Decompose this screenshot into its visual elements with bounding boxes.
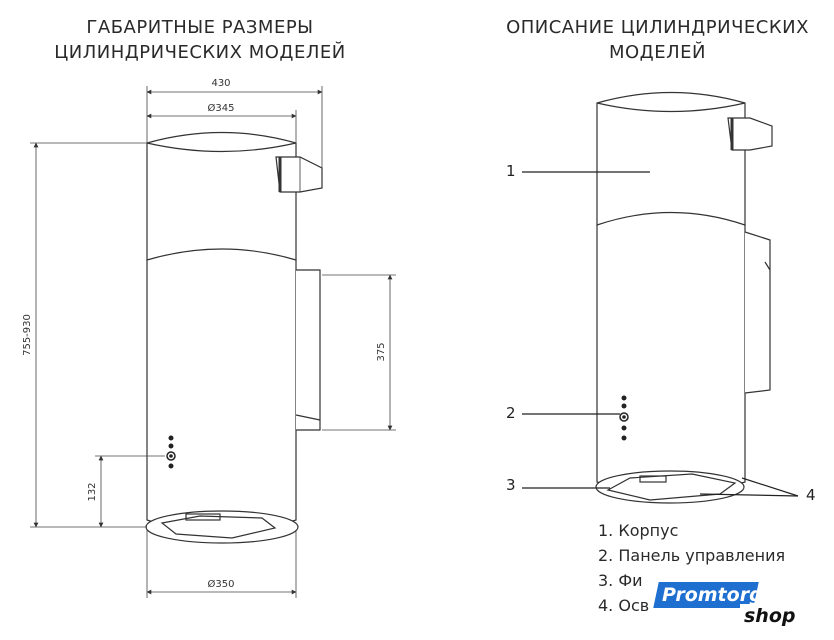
dimensions-heading: ГАБАРИТНЫЕ РАЗМЕРЫ ЦИЛИНДРИЧЕСКИХ МОДЕЛЕ…: [30, 15, 370, 65]
watermark-line1: Promtorg: [662, 584, 763, 606]
callout-2: 2: [506, 404, 516, 422]
wall-bracket: [296, 269, 321, 431]
callout-4: 4: [806, 486, 816, 504]
upper-cylinder-top-edge: [146, 142, 297, 153]
dimensions-heading-line2: ЦИЛИНДРИЧЕСКИХ МОДЕЛЕЙ: [54, 42, 346, 63]
left-hood-drawing: [145, 131, 323, 544]
description-heading: ОПИСАНИЕ ЦИЛИНДРИЧЕСКИХ МОДЕЛЕЙ: [485, 15, 830, 65]
description-heading-line2: МОДЕЛЕЙ: [608, 42, 706, 63]
dim-overall-width: 430: [211, 78, 230, 89]
legend-item: 1. Корпус: [598, 521, 679, 540]
legend-item: 2. Панель управления: [598, 546, 786, 565]
watermark-line2: shop: [740, 604, 800, 628]
dim-bottom-diameter: Ø350: [208, 578, 235, 590]
air-outlet: [275, 156, 323, 193]
right-wall-bracket: [744, 231, 771, 394]
dim-panel-height: 132: [87, 482, 98, 501]
lower-cylinder: [146, 248, 297, 534]
bottom-plate: [145, 510, 299, 544]
callout-3: 3: [506, 476, 516, 494]
right-lower-cylinder: [596, 211, 746, 495]
right-hood-drawing: [595, 91, 773, 504]
right-air-outlet: [727, 117, 773, 151]
dimension-lines: [30, 86, 396, 598]
description-heading-line1: ОПИСАНИЕ ЦИЛИНДРИЧЕСКИХ: [506, 17, 809, 38]
right-control-panel: [619, 395, 629, 441]
parts-legend: 1. Корпус 2. Панель управления 3. Фи 4. …: [598, 518, 785, 618]
callout-1: 1: [506, 162, 516, 180]
right-upper-cylinder: [596, 91, 746, 226]
dimensions-heading-line1: ГАБАРИТНЫЕ РАЗМЕРЫ: [86, 17, 314, 38]
left-control-panel: [166, 435, 176, 469]
dim-bracket-height: 375: [376, 342, 387, 361]
legend-item: 3. Фи: [598, 571, 643, 590]
legend-item: 4. Осв: [598, 596, 650, 615]
promtorg-watermark: Promtorg shop: [653, 576, 816, 632]
dim-height: 755-930: [22, 314, 33, 356]
dim-top-diameter: Ø345: [208, 102, 235, 114]
callout-leaders: [522, 171, 799, 497]
